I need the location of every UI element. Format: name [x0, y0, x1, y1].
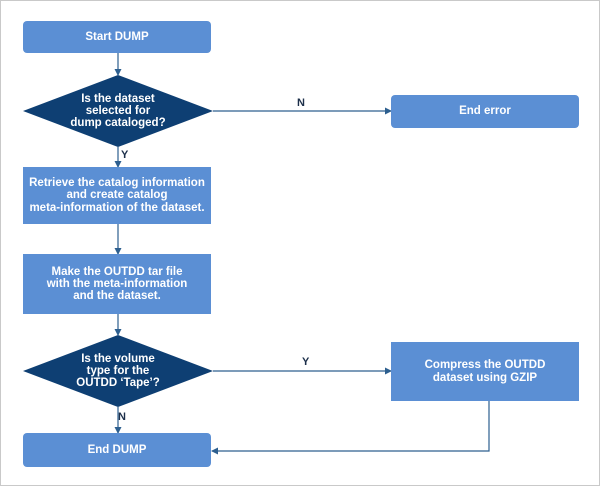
retrieve-catalog-node: Retrieve the catalog information and cre…	[23, 167, 211, 224]
end-dump-node: End DUMP	[23, 433, 211, 467]
decision1-no-label: N	[297, 97, 305, 109]
start-dump-node: Start DUMP	[23, 21, 211, 53]
decision1-shape	[23, 75, 213, 147]
decision2-text: Is the volume type for the OUTDD ‘Tape’?	[76, 352, 160, 390]
arrow-compress-to-end-dump	[211, 401, 490, 455]
compress-gzip-node: Compress the OUTDD dataset using GZIP	[391, 342, 579, 401]
decision1-text: Is the dataset selected for dump catalog…	[70, 92, 166, 130]
decision1-yes-label: Y	[121, 149, 129, 161]
decision2-shape	[23, 335, 213, 407]
decision2-no-label: N	[118, 411, 126, 423]
make-tar-node: Make the OUTDD tar file with the meta-in…	[23, 254, 211, 314]
decision2-yes-label: Y	[302, 356, 310, 368]
end-error-node: End error	[391, 95, 579, 128]
